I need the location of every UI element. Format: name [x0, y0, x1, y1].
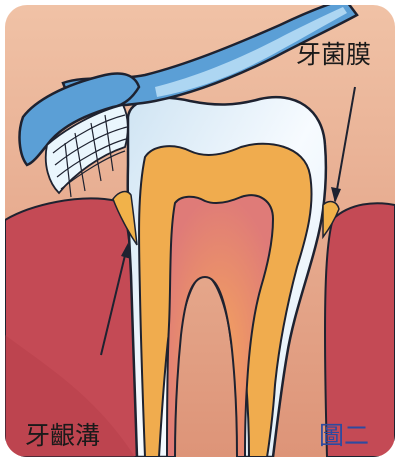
label-plaque: 牙菌膜: [296, 42, 371, 67]
tooth-brushing-illustration: [5, 5, 395, 457]
label-gingival-sulcus: 牙齦溝: [25, 423, 100, 448]
figure-number: 圖二: [319, 423, 369, 448]
diagram-frame: 牙菌膜 牙齦溝 圖二: [5, 5, 395, 457]
gum-right: [325, 203, 395, 457]
